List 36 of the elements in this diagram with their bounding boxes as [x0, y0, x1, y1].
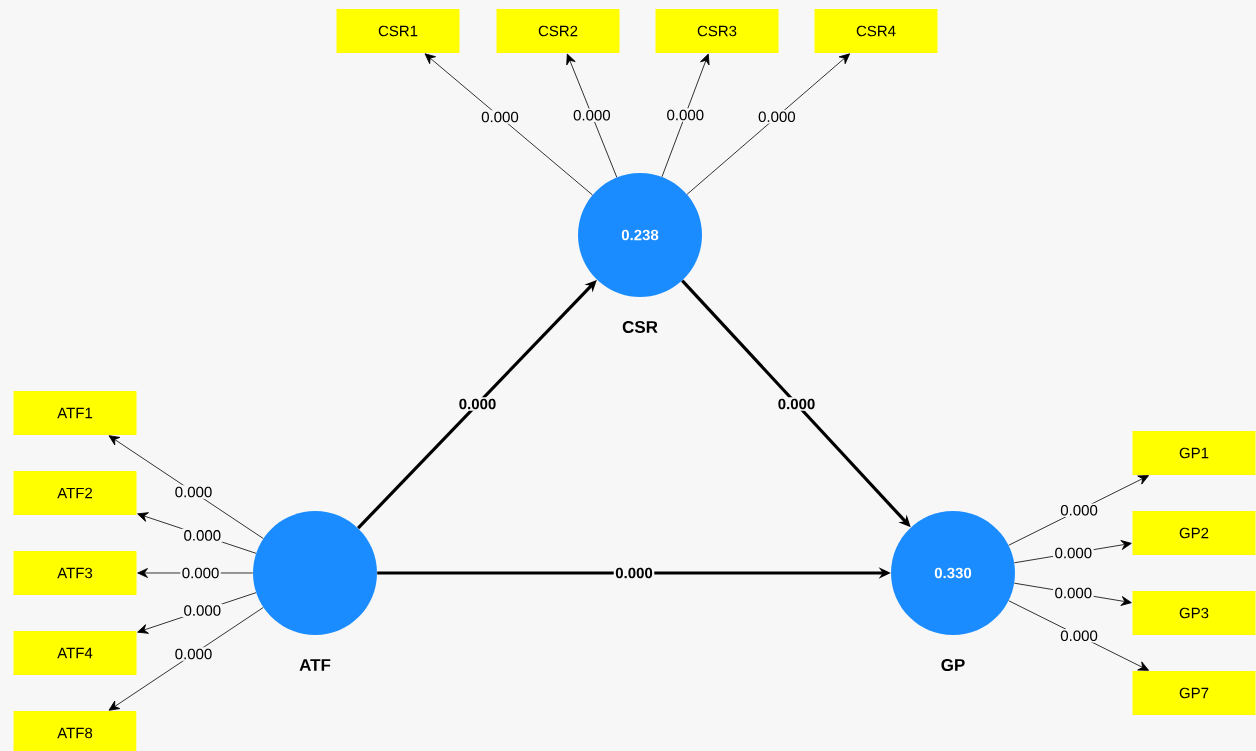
indicator-box: CSR3: [655, 9, 779, 53]
construct-name: CSR: [622, 321, 658, 333]
indicator-box: CSR1: [336, 9, 460, 53]
edge-label: 0.000: [180, 566, 221, 580]
indicator-box: GP7: [1132, 671, 1256, 715]
arrow: [661, 53, 710, 178]
arrow: [108, 607, 264, 711]
arrow: [686, 53, 850, 195]
edge-label: 0.000: [665, 108, 706, 122]
indicator-box: GP1: [1132, 431, 1256, 475]
indicator-box: ATF2: [13, 471, 137, 515]
edge-label: 0.000: [1053, 546, 1094, 560]
arrow: [424, 53, 593, 196]
indicator-box: GP3: [1132, 591, 1256, 635]
edge-label: 0.000: [776, 397, 817, 411]
indicator-box: ATF4: [13, 631, 137, 675]
edge-label: 0.000: [479, 110, 521, 124]
edge-label: 0.000: [173, 485, 214, 499]
edge-label: 0.000: [1053, 586, 1094, 600]
edge-label: 0.000: [613, 566, 655, 580]
indicator-box: ATF8: [13, 711, 137, 751]
arrow: [108, 435, 264, 539]
arrow: [566, 53, 618, 178]
construct-name: GP: [941, 658, 965, 671]
edge-label: 0.000: [571, 108, 613, 123]
indicator-box: GP2: [1132, 511, 1256, 555]
indicator-box: ATF3: [13, 551, 137, 595]
edge-label: 0.000: [173, 647, 214, 661]
indicator-box: ATF1: [13, 391, 137, 435]
edge-label: 0.000: [457, 397, 498, 411]
arrow: [1008, 475, 1149, 546]
edge-label: 0.000: [1058, 503, 1100, 518]
indicator-box: CSR2: [496, 9, 620, 53]
arrow: [1008, 600, 1149, 671]
indicator-box: CSR4: [814, 9, 938, 53]
construct-name: ATF: [299, 659, 331, 671]
